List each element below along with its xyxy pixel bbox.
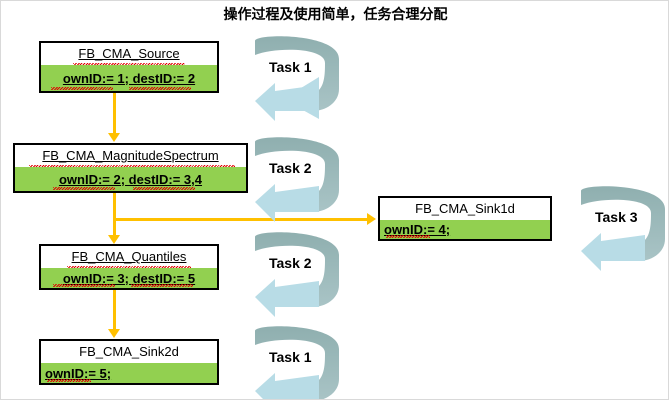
block-magnitude-spectrum[interactable]: FB_CMA_MagnitudeSpectrum ownID:= 2; dest… — [13, 143, 248, 193]
connector-branch-to-sink1d — [113, 218, 367, 221]
block-source-value: ownID:= 1; destID:= 2 — [62, 70, 196, 86]
task-arrow-2-lower-label: Task 2 — [269, 255, 312, 271]
block-magnitude-spectrum-body: ownID:= 2; destID:= 3,4 — [15, 167, 246, 191]
task-arrow-2-middle — [253, 134, 343, 229]
task-arrow-3-right-label: Task 3 — [595, 209, 638, 225]
task-arrow-1-top — [253, 33, 343, 128]
page-title: 操作过程及使用简单，任务合理分配 — [223, 6, 448, 22]
task-arrow-1-bottom — [253, 323, 343, 399]
connector-quantiles-to-sink2d — [113, 289, 116, 331]
block-source-body: ownID:= 1; destID:= 2 — [41, 65, 217, 91]
connector-arrowhead-quantiles — [108, 235, 120, 244]
block-sink1d[interactable]: FB_CMA_Sink1d ownID:= 4; — [378, 196, 552, 241]
block-sink1d-title: FB_CMA_Sink1d — [380, 198, 550, 220]
task-arrow-2-lower — [253, 229, 343, 324]
connector-source-to-magnitudespectrum — [113, 93, 116, 135]
block-quantiles-body: ownID:= 3; destID:= 5 — [41, 268, 217, 288]
block-sink2d-title: FB_CMA_Sink2d — [41, 341, 217, 363]
task-arrow-1-bottom-label: Task 1 — [269, 349, 312, 365]
block-sink2d-body: ownID:= 5; — [41, 363, 217, 383]
block-sink1d-value: ownID:= 4; — [384, 222, 451, 237]
block-quantiles[interactable]: FB_CMA_Quantiles ownID:= 3; destID:= 5 — [39, 244, 219, 290]
task-arrow-1-top-label: Task 1 — [269, 59, 312, 75]
block-sink1d-body: ownID:= 4; — [380, 220, 550, 239]
block-magnitude-spectrum-value: ownID:= 2; destID:= 3,4 — [58, 171, 203, 187]
task-arrow-3-right — [579, 183, 668, 278]
block-source-title: FB_CMA_Source — [41, 43, 217, 65]
block-quantiles-value: ownID:= 3; destID:= 5 — [62, 270, 196, 286]
connector-arrowhead-magnitudespectrum — [108, 133, 120, 142]
connector-arrowhead-sink2d — [108, 329, 120, 338]
block-quantiles-title: FB_CMA_Quantiles — [41, 246, 217, 268]
block-source[interactable]: FB_CMA_Source ownID:= 1; destID:= 2 — [39, 41, 219, 93]
block-sink2d-value: ownID:= 5; — [45, 365, 112, 381]
block-magnitude-spectrum-title: FB_CMA_MagnitudeSpectrum — [15, 145, 246, 167]
connector-magnitudespectrum-trunk — [113, 193, 116, 241]
block-sink2d[interactable]: FB_CMA_Sink2d ownID:= 5; — [39, 339, 219, 385]
task-arrow-2-middle-label: Task 2 — [269, 160, 312, 176]
connector-arrowhead-sink1d — [367, 213, 376, 225]
